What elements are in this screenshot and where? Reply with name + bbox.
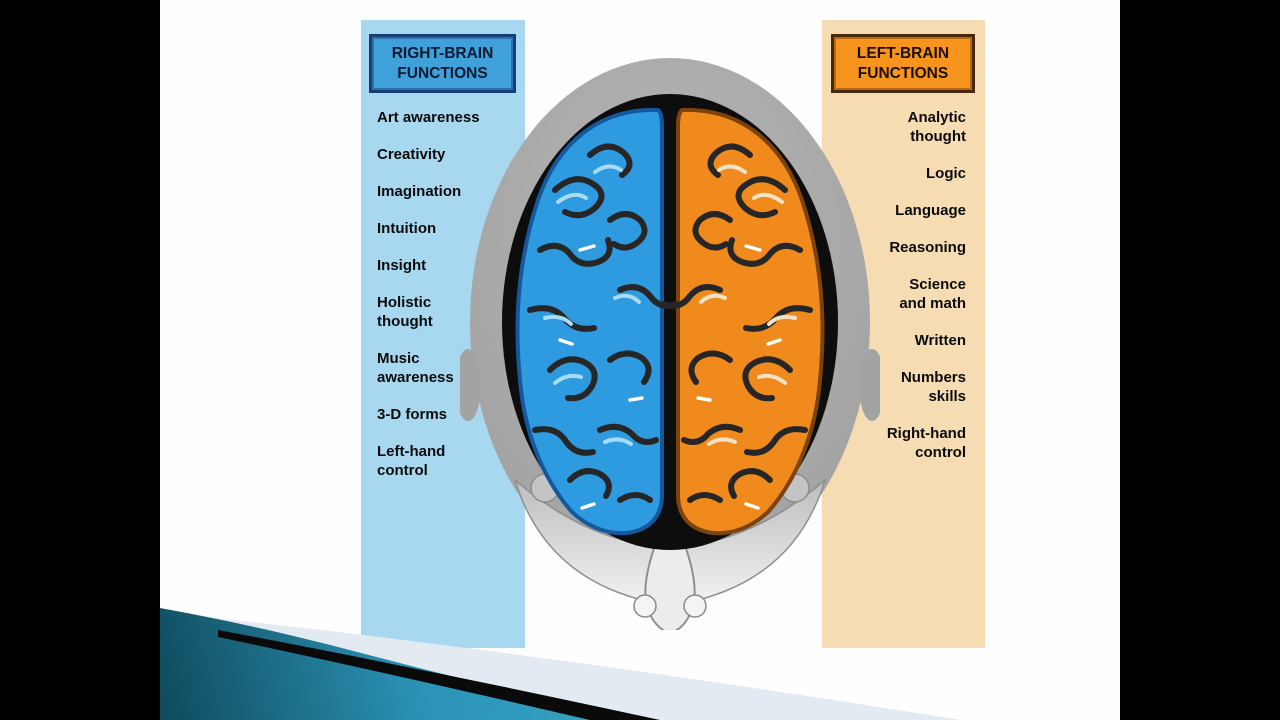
list-item: Creativity bbox=[377, 146, 446, 163]
list-item: Numbers skills bbox=[900, 369, 966, 405]
ear-right bbox=[859, 349, 880, 421]
list-item: Language bbox=[895, 202, 966, 219]
ear-left bbox=[460, 349, 481, 421]
black-stripe bbox=[218, 630, 660, 720]
orange-glints bbox=[696, 244, 782, 510]
right-brain-panel-title: RIGHT-BRAIN FUNCTIONS bbox=[369, 34, 516, 93]
letterbox-right bbox=[1120, 0, 1280, 720]
list-item: Right-hand control bbox=[886, 425, 966, 461]
list-item: Logic bbox=[926, 165, 966, 182]
teal-band bbox=[160, 608, 635, 720]
slide: RIGHT-BRAIN FUNCTIONS Art awareness Crea… bbox=[160, 0, 1120, 720]
list-item: Left-hand control bbox=[377, 443, 446, 479]
brain-top-view-illustration bbox=[460, 58, 880, 630]
list-item: Music awareness bbox=[377, 350, 454, 386]
list-item: Holistic thought bbox=[377, 294, 433, 330]
list-item: Written bbox=[914, 332, 966, 349]
footer-swoosh-decoration bbox=[160, 608, 960, 720]
list-item: Intuition bbox=[377, 220, 437, 237]
list-item: Science and math bbox=[899, 276, 966, 312]
letterbox-left bbox=[0, 0, 160, 720]
list-item: Reasoning bbox=[889, 239, 966, 256]
nostril-left bbox=[633, 594, 657, 618]
orange-highlights bbox=[699, 164, 797, 446]
list-item: Imagination bbox=[377, 183, 462, 200]
left-brain-panel-title: LEFT-BRAIN FUNCTIONS bbox=[831, 34, 975, 93]
nostril-right bbox=[683, 594, 707, 618]
list-item: Analytic thought bbox=[907, 109, 966, 145]
blue-glints bbox=[558, 244, 644, 510]
list-item: Insight bbox=[377, 257, 427, 274]
orange-sulci bbox=[661, 143, 813, 503]
right-brain-function-list: Art awareness Creativity Imagination Int… bbox=[361, 108, 525, 498]
left-brain-function-list: Analytic thought Logic Language Reasonin… bbox=[822, 108, 985, 480]
list-item: Art awareness bbox=[377, 109, 480, 126]
blue-highlights bbox=[543, 164, 641, 446]
list-item: 3-D forms bbox=[377, 406, 448, 423]
